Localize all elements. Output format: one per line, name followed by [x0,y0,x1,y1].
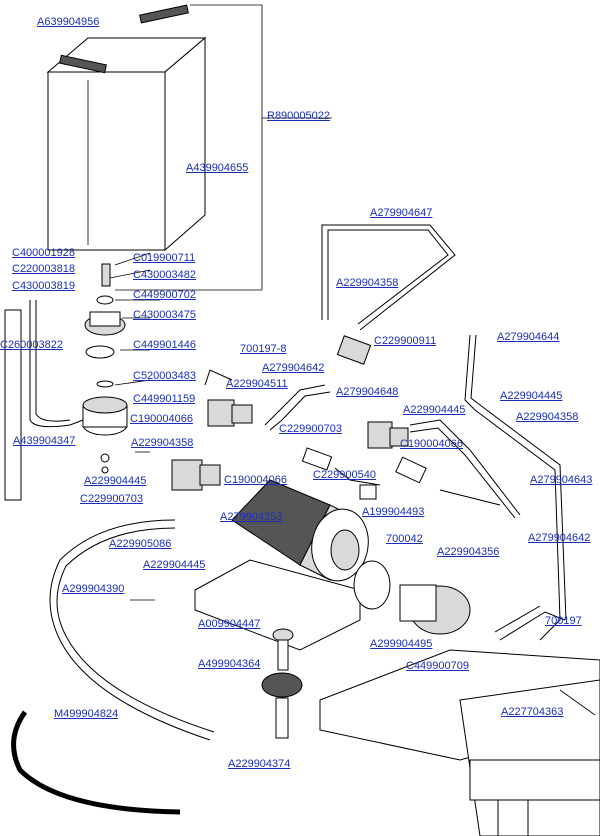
label-a439904347[interactable]: A439904347 [13,435,76,447]
label-c220003818[interactable]: C220003818 [12,263,76,275]
label-a279904643[interactable]: A279904643 [530,474,593,486]
label-a229904445-mid[interactable]: A229904445 [403,404,466,416]
label-a639904956[interactable]: A639904956 [37,16,100,28]
pump-motor [194,479,471,651]
label-c430003475[interactable]: C430003475 [133,309,197,321]
solenoid-valves [171,335,427,500]
label-m499904824[interactable]: M499904824 [54,708,119,720]
label-a499904364[interactable]: A499904364 [198,658,261,670]
label-a229904374[interactable]: A229904374 [228,758,291,770]
label-a229904445-right[interactable]: A229904445 [500,390,563,402]
label-a439904655[interactable]: A439904655 [186,162,249,174]
label-c019900711[interactable]: C019900711 [133,252,196,264]
label-c190004066-right[interactable]: C190004066 [400,438,464,450]
label-a299904390[interactable]: A299904390 [62,583,125,595]
label-c229900911[interactable]: C229900911 [374,335,437,347]
label-c190004066-left[interactable]: C190004066 [130,413,194,425]
label-c449900702[interactable]: C449900702 [133,289,197,301]
label-a229904356[interactable]: A229904356 [437,546,500,558]
label-a229904445-left[interactable]: A229904445 [84,475,147,487]
label-a279904642-mid[interactable]: A279904642 [262,362,325,374]
label-700197[interactable]: 700197 [545,615,582,627]
label-c520003483[interactable]: C520003483 [133,370,197,382]
label-a229904358-left[interactable]: A229904358 [131,437,194,449]
label-c260003822[interactable]: C260003822 [0,339,64,351]
label-700042[interactable]: 700042 [386,533,423,545]
label-c229900703-left[interactable]: C229900703 [80,493,144,505]
label-c449900709[interactable]: C449900709 [406,660,470,672]
label-a227704363[interactable]: A227704363 [501,706,564,718]
label-a229904358-top[interactable]: A229904358 [336,277,399,289]
label-a009904447[interactable]: A009904447 [198,618,261,630]
label-a279904642-right[interactable]: A279904642 [528,532,591,544]
label-c400001928[interactable]: C400001928 [12,247,76,259]
label-c229900703-mid[interactable]: C229900703 [279,423,343,435]
filter-valve-group [82,263,128,474]
label-r890005022[interactable]: R890005022 [267,110,331,122]
label-c190004066-mid[interactable]: C190004066 [224,474,288,486]
label-a279904647[interactable]: A279904647 [370,207,433,219]
water-tank [46,4,207,252]
label-c430003482[interactable]: C430003482 [133,269,197,281]
label-c449901159[interactable]: C449901159 [133,393,196,405]
label-a279904648[interactable]: A279904648 [336,386,399,398]
label-a229904511[interactable]: A229904511 [226,378,288,390]
label-a229905086[interactable]: A229905086 [109,538,172,550]
label-a279904644[interactable]: A279904644 [497,331,560,343]
label-c229900540[interactable]: C229900540 [313,469,377,481]
label-700197-8[interactable]: 700197-8 [240,343,287,355]
machine-foot [261,628,303,739]
label-c449901446[interactable]: C449901446 [133,339,197,351]
label-a279904353[interactable]: A279904353 [220,511,283,523]
label-a229904358-right[interactable]: A229904358 [516,411,579,423]
label-a229904445-low[interactable]: A229904445 [143,559,206,571]
label-a299904495[interactable]: A299904495 [370,638,433,650]
label-c430003819[interactable]: C430003819 [12,280,76,292]
machine-frame [319,649,600,836]
label-a199904493[interactable]: A199904493 [362,506,425,518]
